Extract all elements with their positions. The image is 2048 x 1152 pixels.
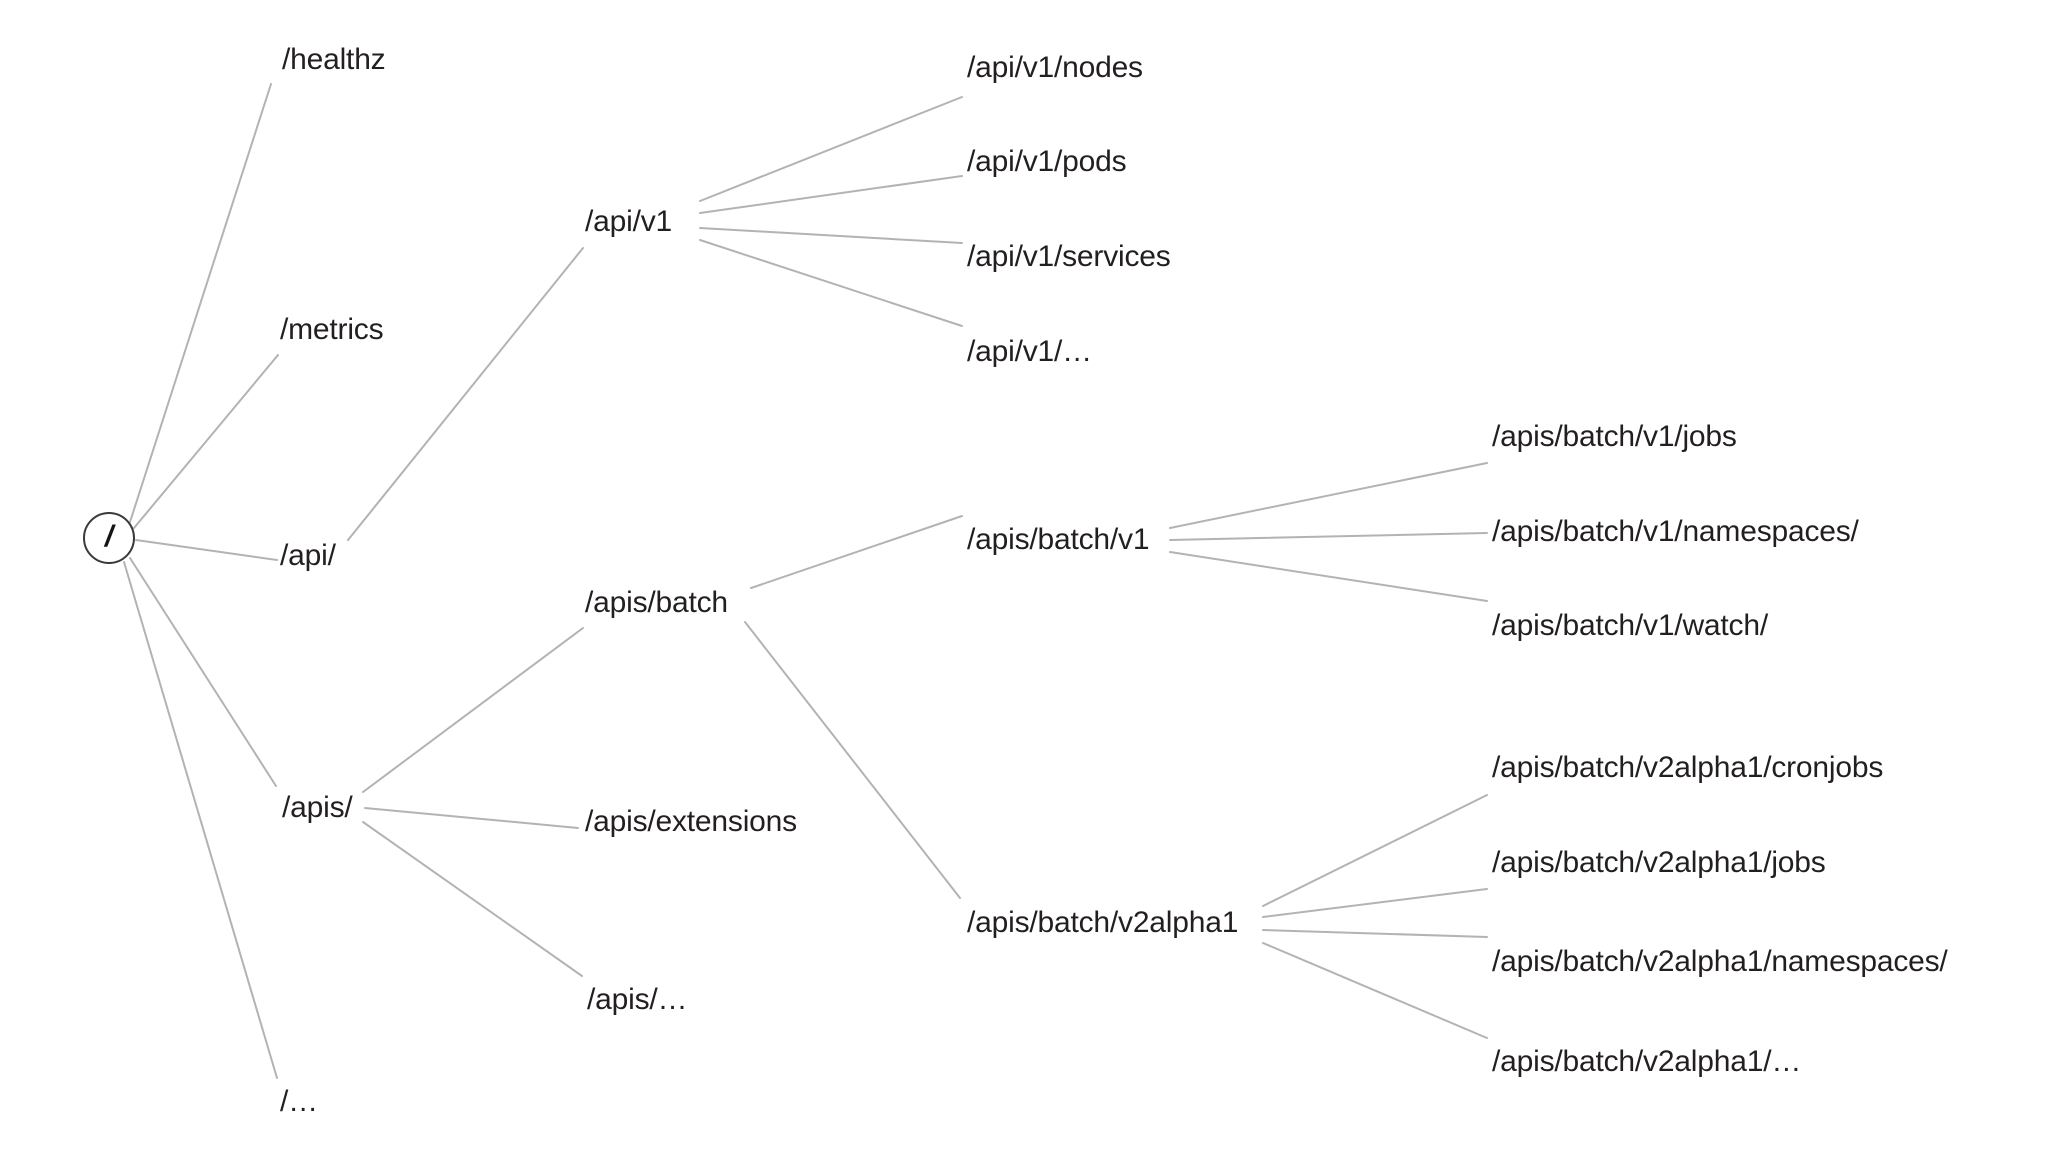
node-batch-v2a1-cron[interactable]: /apis/batch/v2alpha1/cronjobs (1492, 751, 1884, 784)
node-batch-v2a1-ell[interactable]: /apis/batch/v2alpha1/… (1492, 1045, 1802, 1078)
edge-root-to-api (135, 539, 278, 561)
node-batch-v1-ns[interactable]: /apis/batch/v1/namespaces/ (1492, 515, 1859, 548)
edge-root-to-apis (129, 557, 277, 787)
node-metrics[interactable]: /metrics (280, 313, 384, 346)
node-api-v1[interactable]: /api/v1 (585, 205, 672, 238)
edge-apis-batch-v2a1-to-batch-v2a1-cron (1262, 794, 1488, 907)
edge-api-v1-to-api-v1-nodes (699, 96, 963, 202)
node-healthz[interactable]: /healthz (282, 43, 386, 76)
edge-api-v1-to-api-v1-services (699, 227, 963, 244)
edge-apis-batch-to-apis-batch-v2a1 (744, 621, 961, 899)
node-batch-v2a1-jobs[interactable]: /apis/batch/v2alpha1/jobs (1492, 846, 1826, 879)
edge-apis-batch-v1-to-batch-v1-watch (1169, 551, 1488, 602)
edge-api-v1-to-api-v1-ellipsis (699, 239, 963, 327)
node-root[interactable]: / (83, 512, 135, 564)
edge-root-to-root-ellipsis (123, 561, 278, 1079)
node-api[interactable]: /api/ (280, 539, 336, 572)
edge-apis-to-apis-batch (362, 627, 584, 793)
node-api-v1-pods[interactable]: /api/v1/pods (967, 145, 1127, 178)
edge-root-to-healthz (129, 83, 272, 523)
edge-apis-to-apis-ellipsis (362, 821, 583, 977)
node-apis-batch-v1[interactable]: /apis/batch/v1 (967, 523, 1150, 556)
edge-apis-batch-v1-to-batch-v1-jobs (1169, 462, 1488, 529)
node-batch-v2a1-ns[interactable]: /apis/batch/v2alpha1/namespaces/ (1492, 945, 1948, 978)
edge-apis-to-apis-extensions (364, 807, 579, 829)
edge-apis-batch-to-apis-batch-v1 (750, 515, 963, 589)
edge-apis-batch-v2a1-to-batch-v2a1-ell (1262, 942, 1488, 1039)
node-root-ellipsis[interactable]: /… (280, 1085, 318, 1118)
node-api-v1-nodes[interactable]: /api/v1/nodes (967, 51, 1143, 84)
edge-api-to-api-v1 (347, 247, 584, 541)
edge-apis-batch-v1-to-batch-v1-ns (1169, 532, 1488, 541)
node-batch-v1-jobs[interactable]: /apis/batch/v1/jobs (1492, 420, 1737, 453)
edge-root-to-metrics (133, 354, 279, 529)
edge-api-v1-to-api-v1-pods (699, 175, 963, 214)
edge-apis-batch-v2a1-to-batch-v2a1-jobs (1262, 888, 1488, 918)
node-api-v1-ellipsis[interactable]: /api/v1/… (967, 335, 1092, 368)
node-apis[interactable]: /apis/ (282, 791, 353, 824)
node-api-v1-services[interactable]: /api/v1/services (967, 240, 1171, 273)
node-apis-extensions[interactable]: /apis/extensions (585, 805, 797, 838)
node-root-label: / (104, 520, 114, 553)
node-apis-ellipsis[interactable]: /apis/… (587, 983, 688, 1016)
node-batch-v1-watch[interactable]: /apis/batch/v1/watch/ (1492, 609, 1768, 642)
edge-apis-batch-v2a1-to-batch-v2a1-ns (1262, 929, 1488, 938)
node-apis-batch[interactable]: /apis/batch (585, 586, 728, 619)
node-apis-batch-v2a1[interactable]: /apis/batch/v2alpha1 (967, 906, 1239, 939)
